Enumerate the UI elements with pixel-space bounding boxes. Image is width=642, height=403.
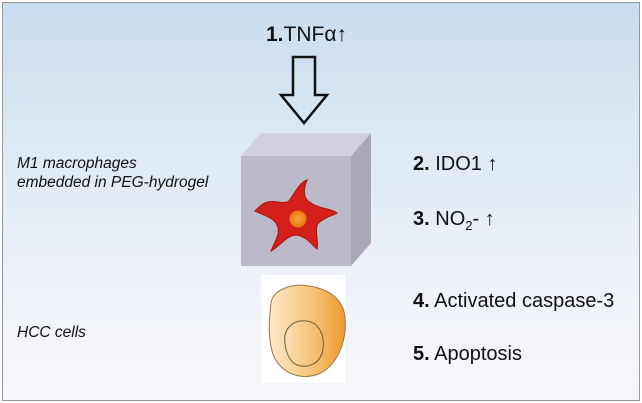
m1-label-line-1: M1 macrophages: [17, 155, 137, 172]
hcc-cells-label: HCC cells: [17, 324, 86, 341]
step-1-number: 1.: [266, 23, 284, 46]
up-arrow-icon: ↑: [487, 153, 498, 175]
step-5-label: Apoptosis: [434, 343, 522, 365]
step-4-caspase: 4. Activated caspase-3: [413, 290, 614, 313]
up-arrow-icon: ↑: [336, 23, 347, 46]
step-4-number: 4.: [413, 290, 430, 312]
diagram-graphics: [241, 55, 371, 383]
step-5-apoptosis: 5. Apoptosis: [413, 343, 522, 366]
step-3-nitrite: 3. NO2- ↑: [413, 208, 495, 233]
m1-macrophage: [254, 179, 338, 253]
step-1-label: TNFα: [283, 23, 337, 46]
step-3-subscript: 2: [465, 218, 473, 233]
m1-label-line-2: embedded in PEG-hydrogel: [17, 174, 209, 191]
step-3-number: 3.: [413, 208, 430, 230]
m1-macrophage-label: M1 macrophages embedded in PEG-hydrogel: [17, 154, 208, 192]
hcc-cell: [261, 275, 346, 383]
step-1-tnf-alpha: 1.TNFα↑: [266, 23, 347, 47]
step-2-label: IDO1: [435, 153, 482, 175]
step-4-label: Activated caspase-3: [434, 290, 615, 312]
step-3-suffix: -: [472, 208, 485, 230]
step-5-number: 5.: [413, 343, 430, 365]
up-arrow-icon: ↑: [484, 208, 495, 230]
step-3-label: NO: [435, 208, 466, 230]
step-2-number: 2.: [413, 153, 430, 175]
step-2-ido1: 2. IDO1 ↑: [413, 153, 498, 176]
down-arrow-icon: [278, 55, 330, 125]
